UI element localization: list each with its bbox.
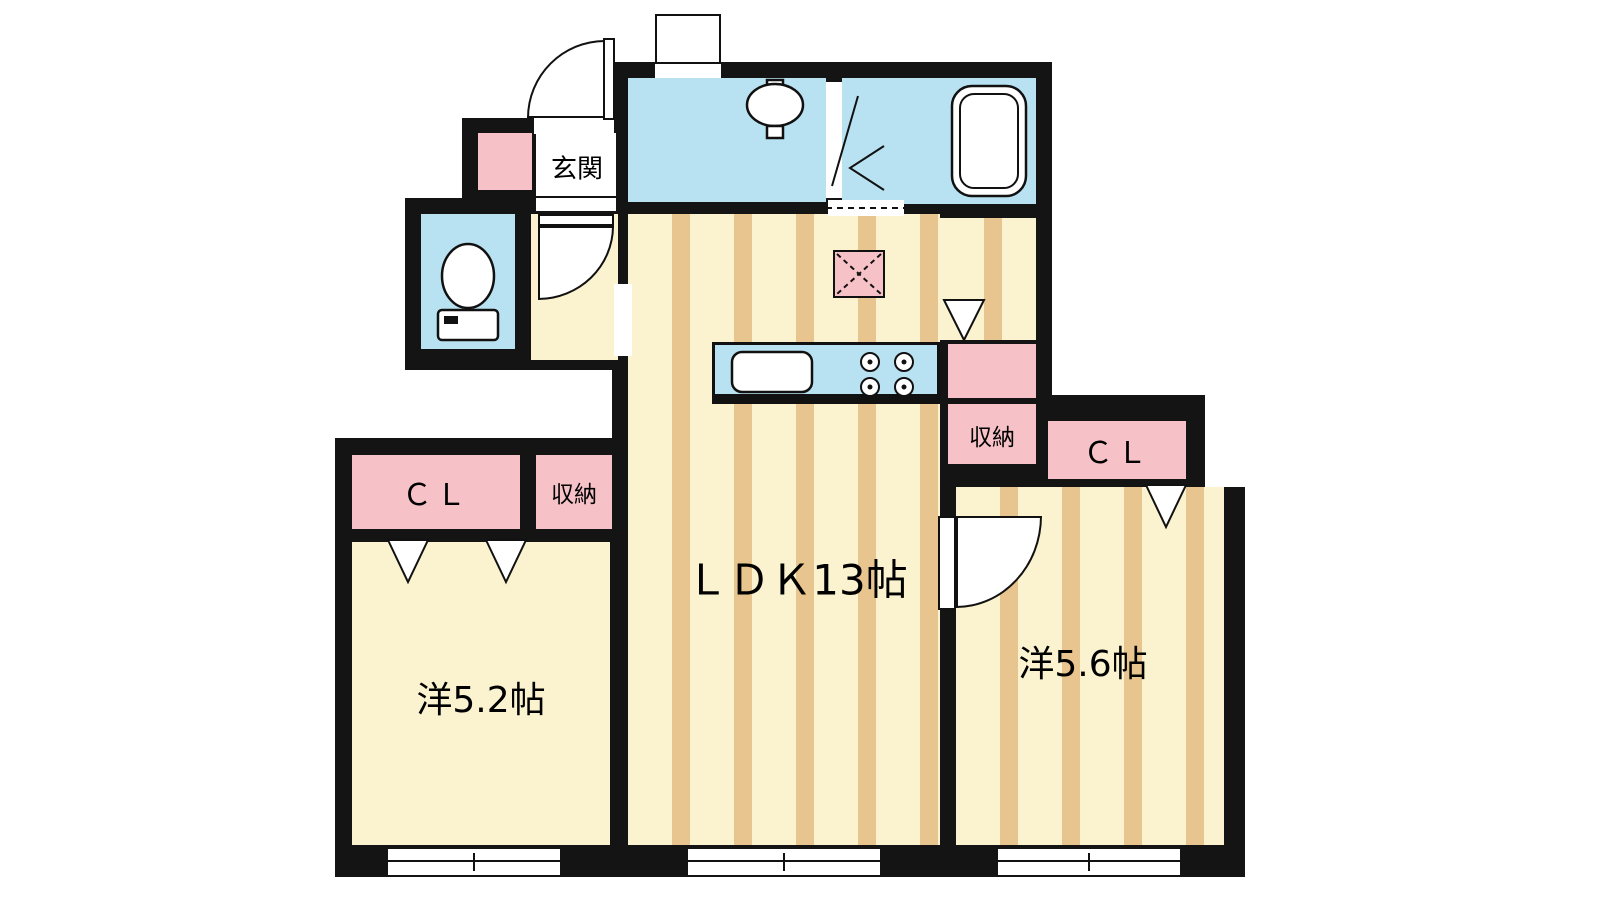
right-room-door-leaf [938, 516, 956, 610]
entry-floor [536, 133, 616, 211]
closet-right-box [1048, 421, 1186, 479]
room-left-label: 洋5.2帖 [416, 680, 546, 721]
entry-door-leaf [603, 38, 615, 120]
storage-left-label: 収納 [551, 482, 597, 508]
hall-door-leaf [538, 214, 614, 226]
ldk-room [628, 214, 940, 845]
room-right-label: 洋5.6帖 [1018, 644, 1148, 685]
window-ldk [688, 849, 880, 875]
entry-label: 玄関 [550, 154, 604, 185]
closet-left-label: ＣＬ [402, 478, 470, 513]
window-right-room [998, 849, 1180, 875]
window-left-room [388, 849, 560, 875]
storage-right-box [948, 404, 1036, 464]
window-tick [473, 853, 475, 871]
western-room-left [352, 542, 610, 845]
entry-shoe-cabinet [478, 133, 532, 190]
range-hood-marker [833, 250, 885, 298]
washroom-bathroom-doorway [826, 82, 842, 198]
window-tick [1088, 853, 1090, 871]
entry-door-opening [534, 118, 614, 134]
storage-left-box [536, 455, 612, 529]
ldk-extension [940, 218, 1036, 340]
hall-ldk-opening [614, 284, 632, 356]
entry-step-line [536, 196, 616, 198]
top-door-leaf [655, 14, 721, 64]
closet-left-box [352, 455, 520, 529]
closet-right-label: ＣＬ [1083, 436, 1151, 471]
washroom [628, 78, 826, 202]
window-tick [783, 853, 785, 871]
storage-upper-right-box [948, 344, 1036, 398]
bathroom [842, 78, 1036, 204]
ldk-label: ＬＤＫ13帖 [686, 555, 908, 605]
top-door-opening [655, 62, 721, 78]
kitchen-counter [712, 342, 940, 404]
storage-right-label: 収納 [969, 425, 1015, 451]
ldk-washroom-opening [828, 200, 904, 216]
toilet-room [421, 214, 515, 349]
entry-door-arc [527, 40, 605, 118]
